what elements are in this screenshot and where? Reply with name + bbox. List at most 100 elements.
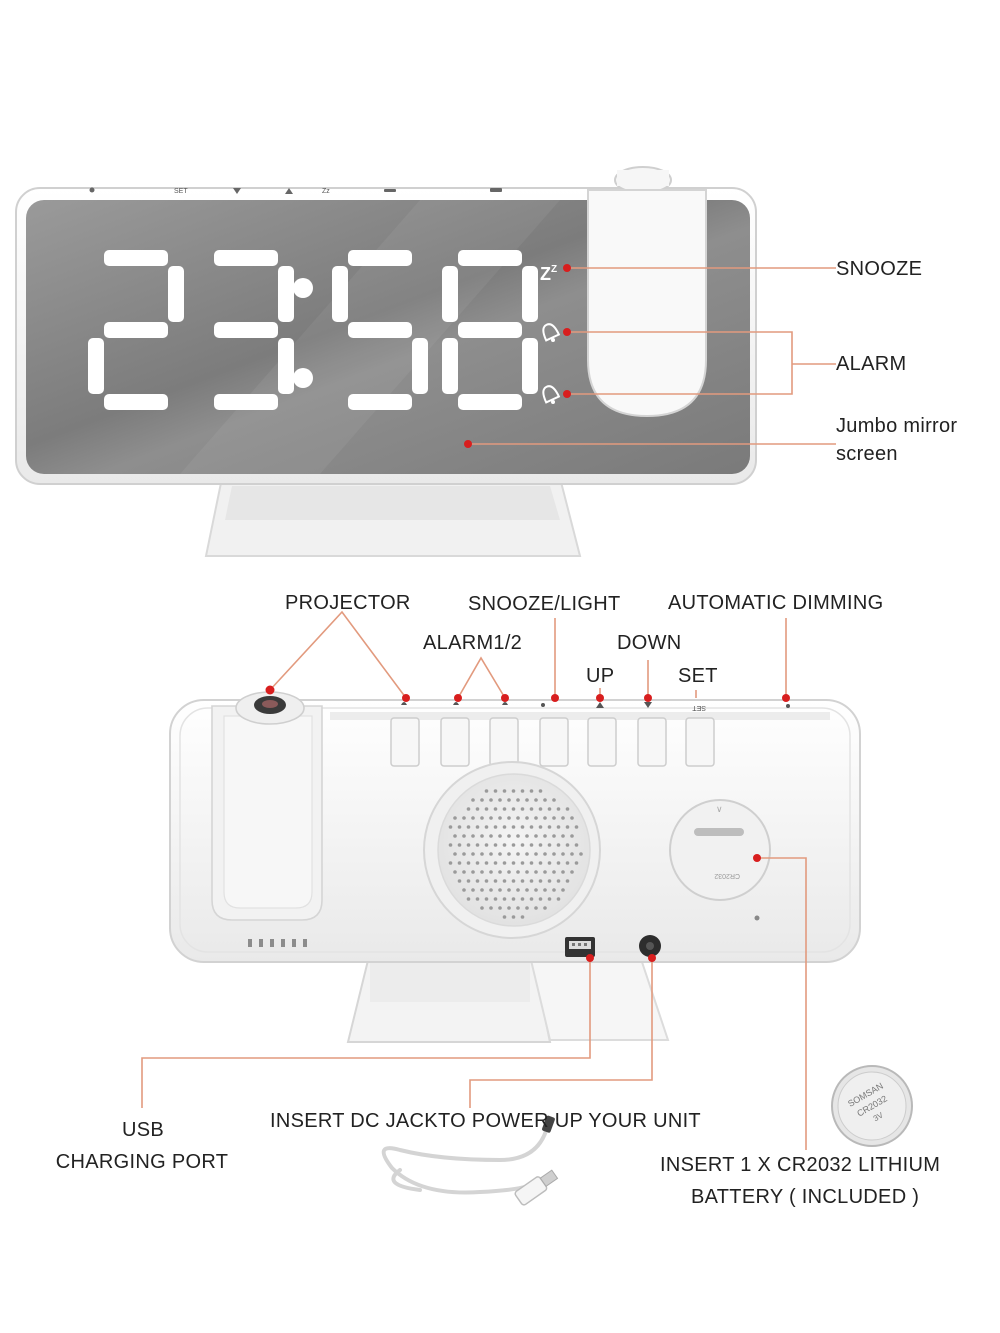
speaker-hole [520,843,525,847]
speaker-hole [552,852,556,856]
speaker-hole [538,897,543,901]
speaker-hole [538,807,543,811]
speaker-hole [511,789,516,793]
speaker-hole [520,897,525,901]
speaker-hole [543,852,547,856]
speaker-hole [529,861,534,865]
speaker-hole [493,879,498,883]
speaker-hole [556,897,561,901]
speaker-hole [498,906,502,910]
segment-f [442,266,458,322]
segment-f [332,266,348,322]
speaker-hole [489,870,493,874]
speaker-hole [498,834,502,838]
speaker-hole [480,906,484,910]
usb-cable-icon [381,1122,550,1195]
speaker-hole [543,888,547,892]
speaker-hole [520,861,525,865]
speaker-hole [453,834,457,838]
segment-e [442,338,458,394]
speaker-hole [498,870,502,874]
speaker-hole [475,897,480,901]
speaker-hole [529,807,534,811]
top-callout-lines [468,267,836,445]
speaker-hole [457,879,462,883]
speaker-hole [502,861,507,865]
speaker-hole [466,861,471,865]
usb-callout-line2: CHARGING PORT [55,1151,229,1173]
speaker-hole [480,816,484,820]
battery-callout-line1: INSERT 1 X CR2032 LITHIUM [660,1154,941,1176]
speaker-hole [511,915,516,919]
speaker-hole [466,825,471,829]
projector-callout: PROJECTOR [285,592,411,614]
light-sensor-hole [754,915,760,921]
speaker-hole [493,807,498,811]
usb-port-icon [565,937,595,957]
segment-a [104,250,168,266]
speaker-hole [574,843,579,847]
speaker-hole [529,843,534,847]
snooze-light-callout: SNOOZE/LIGHT [468,593,621,615]
speaker-hole [489,888,493,892]
speaker-hole [543,798,547,802]
speaker-hole [525,870,529,874]
up-callout: UP [586,665,615,687]
segment-e [88,338,104,394]
speaker-hole [457,825,462,829]
alarm12-callout: ALARM1/2 [423,632,523,654]
speaker-hole [484,843,489,847]
speaker-hole [538,861,543,865]
button-strip [330,712,830,720]
colon-dot-1 [293,278,313,298]
speaker-hole [538,789,543,793]
battery-cover-label: CR2032 [714,872,740,879]
speaker-hole [480,834,484,838]
speaker-hole [534,816,538,820]
speaker-hole [534,798,538,802]
mirror-callout-line1: Jumbo mirror [836,415,958,437]
speaker-hole [498,852,502,856]
snooze-light-button[interactable] [539,717,569,767]
speaker-hole [529,825,534,829]
speaker-hole [466,843,471,847]
speaker-hole [462,852,466,856]
up-button[interactable] [587,717,617,767]
speaker-hole [511,825,516,829]
speaker-hole [516,834,520,838]
dc-jack-icon [639,935,661,957]
speaker-hole [448,825,453,829]
battery-callout-line2: BATTERY ( INCLUDED ) [691,1186,920,1208]
speaker-hole [547,879,552,883]
projector-button[interactable] [390,717,420,767]
projector-column [587,166,707,418]
set-button[interactable] [685,717,715,767]
speaker-hole [480,888,484,892]
speaker-hole [462,870,466,874]
speaker-hole [525,798,529,802]
clock-back: SET CR2032 ∨ [141,610,913,1206]
speaker-hole [529,789,534,793]
speaker-hole [552,870,556,874]
battery-compartment: CR2032 ∨ [669,799,771,901]
speaker-hole [453,816,457,820]
alarm2-button[interactable] [489,717,519,767]
dc-jack-callout: INSERT DC JACKTO POWER UP YOUR UNIT [270,1110,701,1132]
down-callout: DOWN [617,632,682,654]
speaker-hole [511,807,516,811]
speaker-hole [534,852,538,856]
alarm1-button[interactable] [440,717,470,767]
speaker-hole [565,879,570,883]
speaker-hole [534,870,538,874]
segment-g [458,322,522,338]
segment-c [412,338,428,394]
speaker-hole [502,897,507,901]
bottom-callout-dots [265,685,790,962]
down-button[interactable] [637,717,667,767]
speaker-hole [475,825,480,829]
speaker-hole [489,834,493,838]
speaker-hole [475,861,480,865]
projector-lens-icon [235,691,305,725]
speaker-hole [520,789,525,793]
